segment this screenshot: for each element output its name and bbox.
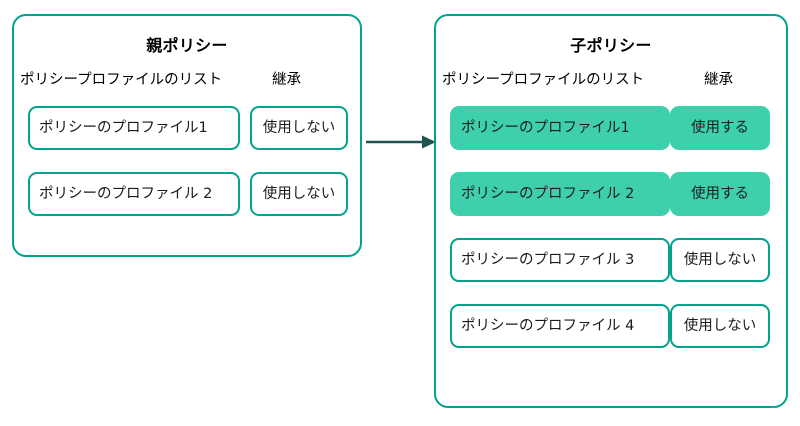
child-header-profile-list: ポリシープロファイルのリスト xyxy=(442,72,645,88)
parent-header-profile-list: ポリシープロファイルのリスト xyxy=(20,72,223,88)
child-policy-title: 子ポリシー xyxy=(570,36,652,55)
parent-policy-title: 親ポリシー xyxy=(146,36,228,55)
arrow-icon xyxy=(366,135,436,149)
parent-profile-chip[interactable]: ポリシーのプロファイル 2 xyxy=(28,172,240,216)
parent-header-inheritance: 継承 xyxy=(272,72,301,88)
parent-profile-chip[interactable]: ポリシーのプロファイル1 xyxy=(28,106,240,150)
child-inheritance-chip[interactable]: 使用しない xyxy=(670,304,770,348)
parent-inheritance-chip[interactable]: 使用しない xyxy=(250,172,348,216)
parent-inheritance-chip[interactable]: 使用しない xyxy=(250,106,348,150)
child-profile-chip[interactable]: ポリシーのプロファイル 2 xyxy=(450,172,670,216)
inheritance-arrow xyxy=(366,131,436,153)
child-profile-chip[interactable]: ポリシーのプロファイル 3 xyxy=(450,238,670,282)
child-column-headers: ポリシープロファイルのリスト 継承 xyxy=(436,68,786,90)
child-header-inheritance: 継承 xyxy=(704,72,733,88)
child-profile-chip[interactable]: ポリシーのプロファイル1 xyxy=(450,106,670,150)
child-inheritance-chip[interactable]: 使用する xyxy=(670,172,770,216)
parent-column-headers: ポリシープロファイルのリスト 継承 xyxy=(14,68,360,90)
child-profile-chip[interactable]: ポリシーのプロファイル 4 xyxy=(450,304,670,348)
child-inheritance-chip[interactable]: 使用する xyxy=(670,106,770,150)
child-inheritance-chip[interactable]: 使用しない xyxy=(670,238,770,282)
